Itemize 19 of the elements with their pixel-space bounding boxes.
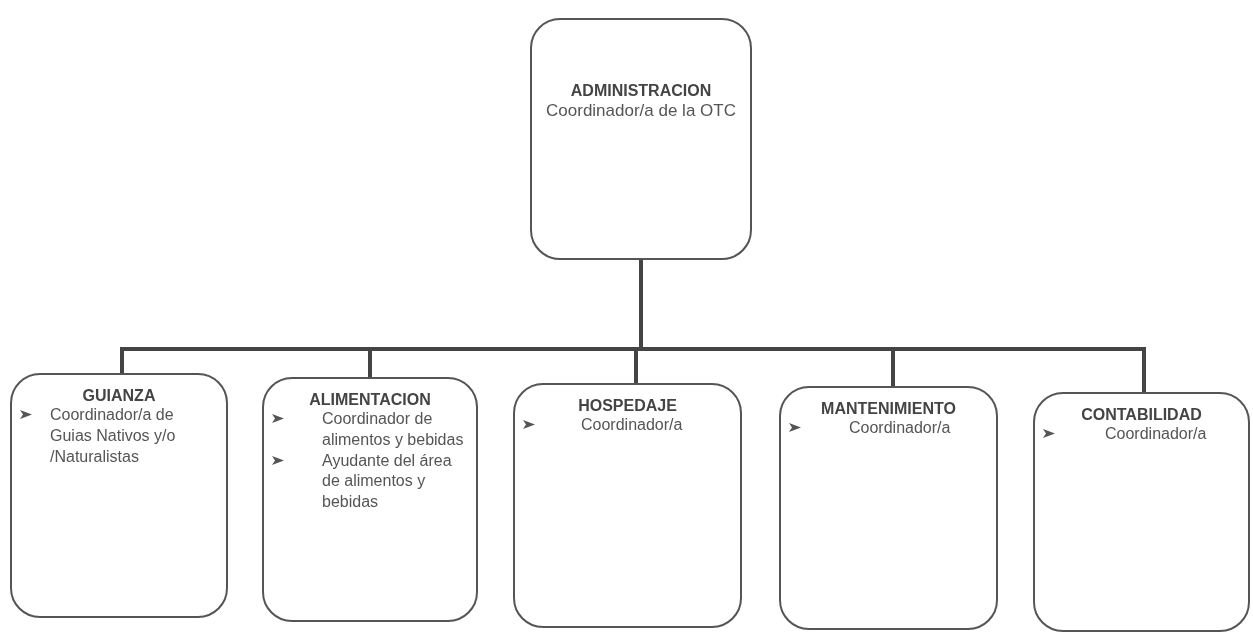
role-text: Ayudante del área de alimentos y bebidas (322, 450, 453, 513)
unit-title: ALIMENTACION (308, 391, 432, 409)
unit-title: ADMINISTRACION (569, 82, 713, 100)
unit-title: CONTABILIDAD (1080, 406, 1203, 424)
unit-title: MANTENIMIENTO (820, 400, 957, 418)
unit-title: HOSPEDAJE (577, 397, 678, 415)
role-text: Coordinador/a de la OTC (545, 100, 737, 122)
role-text: Coordinador/a (581, 415, 683, 435)
role-text: Coordinador de alimentos y bebidas (322, 409, 465, 450)
unit-title: GUIANZA (81, 387, 157, 405)
org-unit-box (530, 18, 752, 260)
org-unit-box (1033, 392, 1250, 632)
role-text: Coordinador/a (849, 418, 951, 438)
org-unit-box (513, 383, 742, 628)
role-text: Coordinador/a (1105, 424, 1207, 444)
org-unit-box (10, 373, 228, 618)
org-unit-box (779, 386, 998, 630)
role-text: Coordinador/a de Guias Nativos y/o /Naturalistas (50, 405, 177, 467)
org-unit-box (262, 377, 478, 622)
